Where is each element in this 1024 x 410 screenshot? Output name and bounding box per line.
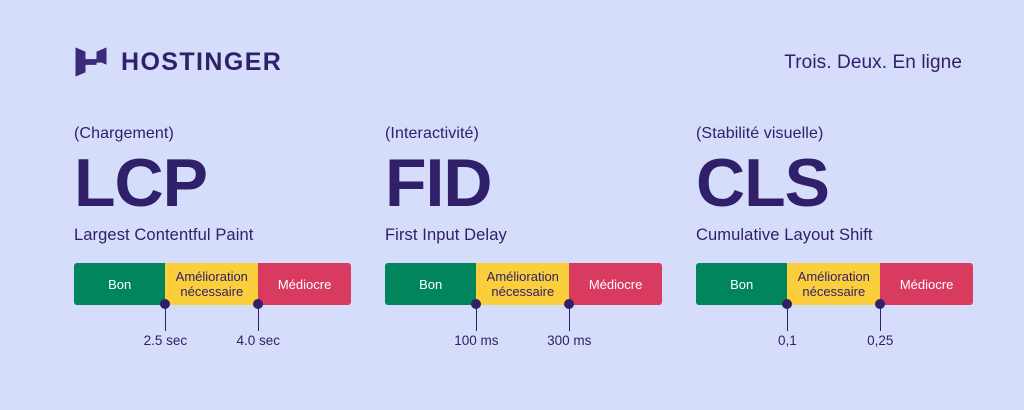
segment-poor: Médiocre <box>569 263 662 305</box>
rating-scale-bar: Bon Amélioration nécessaire Médiocre <box>385 263 662 305</box>
metric-abbreviation: CLS <box>696 145 830 221</box>
segment-good: Bon <box>696 263 788 305</box>
brand-logo: HOSTINGER <box>74 45 282 79</box>
rating-scale-bar: Bon Amélioration nécessaire Médiocre <box>74 263 351 305</box>
threshold-stem <box>164 304 167 331</box>
threshold-label: 300 ms <box>547 333 592 348</box>
metric-category: (Chargement) <box>74 125 174 142</box>
rating-scale: Bon Amélioration nécessaire Médiocre 100… <box>385 263 662 348</box>
metric-card-lcp: (Chargement) LCP Largest Contentful Pain… <box>74 124 351 348</box>
segment-needs-improvement: Amélioration nécessaire <box>165 263 259 305</box>
threshold-label: 4.0 sec <box>236 333 280 348</box>
metric-abbreviation: FID <box>385 145 493 221</box>
segment-poor: Médiocre <box>258 263 351 305</box>
segment-good: Bon <box>74 263 166 305</box>
metric-card-fid: (Interactivité) FID First Input Delay Bo… <box>385 124 662 348</box>
threshold-label: 0,25 <box>867 333 894 348</box>
metric-category: (Interactivité) <box>385 125 479 142</box>
tagline: Trois. Deux. En ligne <box>784 51 962 73</box>
threshold-stem <box>786 304 789 331</box>
metric-fullname: Largest Contentful Paint <box>74 226 254 244</box>
metric-abbreviation: LCP <box>74 145 208 221</box>
threshold-stem <box>568 304 571 331</box>
segment-needs-improvement: Amélioration nécessaire <box>787 263 881 305</box>
metric-fullname: First Input Delay <box>385 226 507 244</box>
segment-poor: Médiocre <box>880 263 973 305</box>
rating-scale: Bon Amélioration nécessaire Médiocre 2.5… <box>74 263 351 348</box>
metrics-row: (Chargement) LCP Largest Contentful Pain… <box>74 124 973 348</box>
threshold-label: 0,1 <box>778 333 797 348</box>
threshold-stem <box>475 304 478 331</box>
metric-fullname: Cumulative Layout Shift <box>696 226 873 244</box>
header: HOSTINGER Trois. Deux. En ligne <box>74 42 962 82</box>
segment-good: Bon <box>385 263 477 305</box>
segment-needs-improvement: Amélioration nécessaire <box>476 263 570 305</box>
brand-name: HOSTINGER <box>121 47 283 76</box>
metric-card-cls: (Stabilité visuelle) CLS Cumulative Layo… <box>696 124 973 348</box>
hostinger-h-logo-icon <box>75 47 107 77</box>
threshold-label: 2.5 sec <box>143 333 188 348</box>
rating-scale: Bon Amélioration nécessaire Médiocre 0,1… <box>696 263 973 348</box>
threshold-stem <box>257 304 260 331</box>
rating-scale-bar: Bon Amélioration nécessaire Médiocre <box>696 263 973 305</box>
threshold-label: 100 ms <box>454 333 499 348</box>
metric-category: (Stabilité visuelle) <box>696 125 824 142</box>
threshold-stem <box>879 304 882 331</box>
